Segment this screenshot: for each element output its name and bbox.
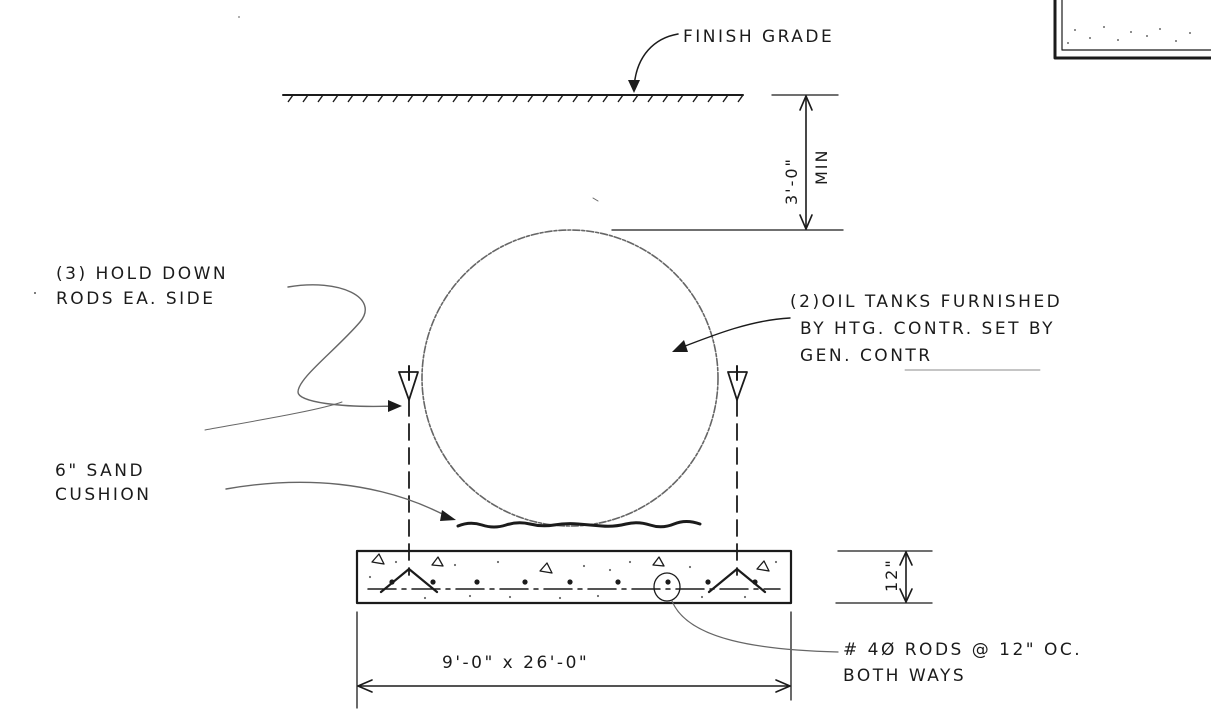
stray-mark xyxy=(592,197,599,202)
hold-down-rod-right xyxy=(727,365,748,576)
depth-dimension-min: MIN xyxy=(812,149,831,186)
concrete-slab xyxy=(355,549,793,605)
depth-dimension: 3'-0" MIN xyxy=(611,94,844,231)
finish-grade-leader xyxy=(633,33,679,89)
rods-note-line2: BOTH WAYS xyxy=(843,666,966,686)
finish-grade-label: FINISH GRADE xyxy=(683,27,834,47)
depth-dimension-value: 3'-0" xyxy=(782,157,801,205)
tanks-note-line1: (2)OIL TANKS FURNISHED xyxy=(790,292,1062,312)
stray-mark xyxy=(34,292,36,294)
sand-leader xyxy=(225,481,451,519)
hold-down-note-line2: RODS EA. SIDE xyxy=(56,289,216,309)
tanks-leader xyxy=(679,317,791,349)
finish-grade-line xyxy=(282,94,744,103)
rods-note-line1: # 4Ø RODS @ 12" OC. xyxy=(843,640,1082,660)
corner-detail-box xyxy=(1053,0,1211,60)
tanks-arrowhead xyxy=(672,340,688,352)
hold-down-rod-left xyxy=(398,365,419,576)
stray-mark xyxy=(204,401,343,431)
sand-cushion xyxy=(456,520,702,529)
sand-note-line2: CUSHION xyxy=(55,485,152,505)
slab-size-value: 9'-0" x 26'-0" xyxy=(442,653,589,673)
sand-arrowhead xyxy=(440,510,456,521)
tanks-note-line2: BY HTG. CONTR. SET BY xyxy=(800,319,1055,339)
tanks-note-line3: GEN. CONTR xyxy=(800,346,933,366)
hold-down-arrowhead xyxy=(388,400,402,412)
rods-callout-circle xyxy=(653,572,681,602)
hold-down-leader xyxy=(287,284,396,408)
sand-note-line1: 6" SAND xyxy=(55,461,145,481)
slab-thickness-value: 12" xyxy=(882,558,901,592)
rods-leader xyxy=(671,600,839,653)
corner-detail-stipple xyxy=(1067,26,1191,44)
slab-size-dimension: 9'-0" x 26'-0" xyxy=(356,611,792,709)
oil-tank-circle xyxy=(421,229,719,527)
slab-thickness-dimension: 12" xyxy=(835,550,933,604)
hold-down-note-line1: (3) HOLD DOWN xyxy=(56,264,228,284)
finish-grade-arrowhead xyxy=(628,80,640,93)
stray-mark xyxy=(238,16,240,18)
